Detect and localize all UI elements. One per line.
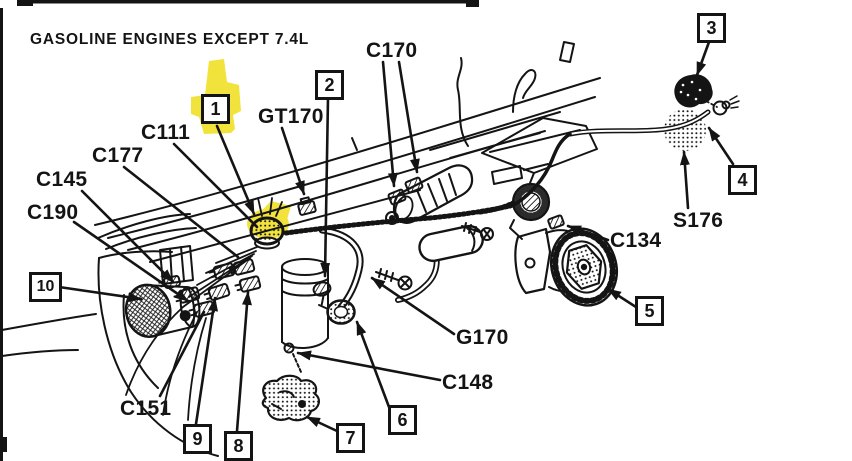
label-c111: C111 xyxy=(141,121,191,144)
alternator xyxy=(385,164,474,225)
callout-box-5: 5 xyxy=(635,296,664,326)
callout-box-9: 9 xyxy=(183,424,212,454)
hood-bracket xyxy=(559,41,575,63)
grommet-item3 xyxy=(674,74,713,108)
antenna-cable-core xyxy=(569,111,709,135)
bulkhead-connector xyxy=(249,216,285,250)
callout-box-2: 2 xyxy=(315,70,344,100)
diagram-title: GASOLINE ENGINES EXCEPT 7.4L xyxy=(30,31,310,48)
ac-compressor xyxy=(509,219,618,307)
label-c145: C145 xyxy=(36,168,88,191)
round-connector-item6 xyxy=(318,299,356,325)
grommet-dashed-link xyxy=(705,100,718,108)
washer-pump-item10 xyxy=(124,283,201,338)
heater-hose-core xyxy=(320,228,362,309)
g170-ground-bolt xyxy=(375,268,413,291)
ignition-coil-ring xyxy=(511,182,565,230)
drawing-ink xyxy=(0,0,740,461)
label-c170: C170 xyxy=(366,39,418,62)
grommet-item2 xyxy=(312,281,332,306)
c170-connector-b xyxy=(404,176,424,194)
leader-lines xyxy=(57,40,735,433)
callout-box-6: 6 xyxy=(388,405,417,435)
label-g170: G170 xyxy=(456,326,509,349)
starter-item7 xyxy=(261,374,321,422)
hood-prop-rod xyxy=(456,57,469,147)
cable-end-fitting xyxy=(712,95,740,116)
vacuum-tank xyxy=(418,224,484,263)
label-gt170: GT170 xyxy=(258,105,324,128)
callout-box-4: 4 xyxy=(728,165,757,195)
ecm-bracket-tray xyxy=(481,117,598,185)
c170-connector-a xyxy=(387,188,407,206)
label-c190: C190 xyxy=(27,201,79,224)
callout-box-1: 1 xyxy=(201,94,230,124)
label-c151: C151 xyxy=(120,397,172,420)
callout-box-3: 3 xyxy=(697,13,726,43)
mounting-screw xyxy=(461,222,494,241)
label-s176: S176 xyxy=(673,209,724,232)
label-c134: C134 xyxy=(610,229,662,252)
c148-fitting xyxy=(283,342,295,354)
callout-box-8: 8 xyxy=(224,431,253,461)
grommet-speckles xyxy=(679,80,702,101)
c134-connector xyxy=(547,214,565,230)
scan-frame-marks xyxy=(0,0,479,461)
gt170-connector xyxy=(297,196,317,216)
label-c177: C177 xyxy=(92,144,144,167)
hood-latch-hook xyxy=(512,69,537,113)
label-c148: C148 xyxy=(442,371,494,394)
callout-box-7: 7 xyxy=(336,423,365,453)
callout-box-10: 10 xyxy=(29,272,62,302)
